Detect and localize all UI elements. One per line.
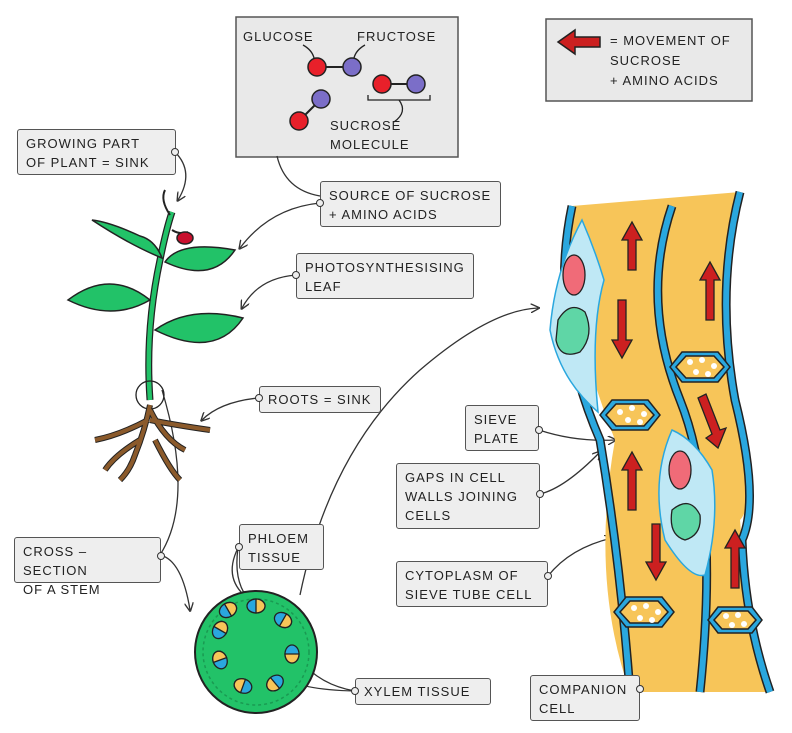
fructose-label: FRUCTOSE — [357, 29, 437, 44]
connector-dot — [157, 552, 165, 560]
label-cytoplasm: CYTOPLASM OF SIEVE TUBE CELL — [396, 561, 548, 607]
label-leaf: PHOTOSYNTHESISING LEAF — [296, 253, 474, 299]
connector-dot — [235, 543, 243, 551]
legend-red-arrow — [556, 28, 601, 56]
glucose-fructose-pair — [302, 44, 366, 77]
connector-dot — [292, 271, 300, 279]
sucrose-molecule-2 — [289, 89, 331, 131]
connector-dot — [636, 685, 644, 693]
label-companion-cell: COMPANION CELL — [530, 675, 640, 721]
connector-dot — [544, 572, 552, 580]
label-sieve-plate: SIEVE PLATE — [465, 405, 539, 451]
label-source: SOURCE OF SUCROSE + AMINO ACIDS — [320, 181, 501, 227]
connector-dot — [351, 687, 359, 695]
label-phloem: PHLOEM TISSUE — [239, 524, 324, 570]
label-roots: ROOTS = SINK — [259, 386, 381, 413]
label-xylem: XYLEM TISSUE — [355, 678, 491, 705]
connector-dot — [536, 490, 544, 498]
connector-dot — [255, 394, 263, 402]
label-cross-section: CROSS – SECTION OF A STEM — [14, 537, 161, 597]
legend-text: = MOVEMENT OF SUCROSE + AMINO ACIDS — [610, 33, 731, 88]
sieve-tube-closeup — [549, 190, 775, 694]
sucrose-molecule-label: SUCROSE MOLECULE — [330, 118, 410, 152]
connector-dot — [535, 426, 543, 434]
sucrose-molecule-1 — [367, 74, 431, 123]
label-gaps: GAPS IN CELL WALLS JOINING CELLS — [396, 463, 540, 529]
stem-cross-section — [194, 590, 318, 714]
connector-dot — [171, 148, 179, 156]
plant-illustration — [66, 189, 245, 483]
connector-dot — [316, 199, 324, 207]
label-growing-part: GROWING PART OF PLANT = SINK — [17, 129, 176, 175]
legend-panel — [545, 18, 753, 102]
glucose-label: GLUCOSE — [243, 29, 314, 44]
